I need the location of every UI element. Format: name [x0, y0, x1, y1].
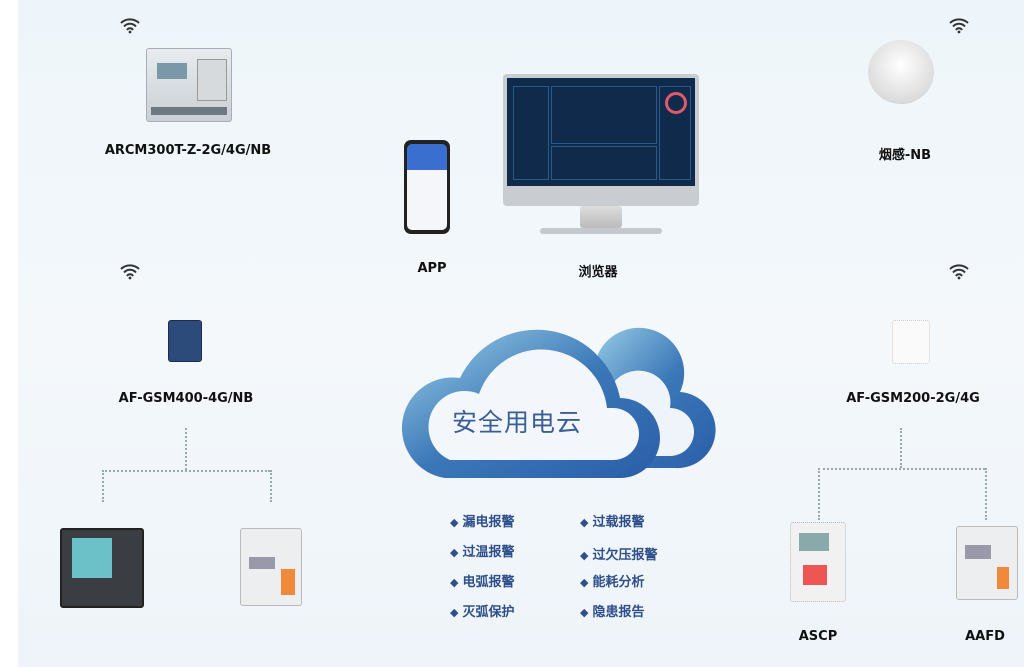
arcm-label: ARCM300T-Z-2G/4G/NB	[104, 143, 272, 158]
feature-item: ◆电弧报警	[450, 575, 515, 590]
gsm200-label: AF-GSM200-2G/4G	[846, 391, 980, 406]
phone-image	[404, 140, 450, 234]
feature-item: ◆能耗分析	[580, 575, 645, 590]
gsm200-device-image	[892, 320, 930, 364]
wifi-icon	[120, 264, 140, 280]
smoke-label: 烟感-NB	[878, 148, 932, 163]
connector-line	[185, 428, 187, 470]
wifi-icon	[949, 264, 969, 280]
wifi-icon	[120, 18, 140, 34]
monitor-base	[540, 228, 662, 234]
diamond-icon: ◆	[450, 546, 459, 559]
feature-item: ◆漏电报警	[450, 515, 515, 530]
connector-line	[985, 468, 987, 520]
cloud-title: 安全用电云	[452, 408, 583, 437]
cloud-icon	[401, 327, 716, 478]
browser-label: 浏览器	[578, 265, 618, 280]
feature-item: ◆过载报警	[580, 515, 645, 530]
breaker-device-image	[240, 528, 302, 606]
wifi-icon	[949, 18, 969, 34]
connector-line	[102, 470, 270, 472]
feature-item: ◆灭弧保护	[450, 605, 515, 620]
connector-line	[818, 468, 820, 520]
connector-line	[270, 470, 272, 502]
app-label: APP	[417, 261, 447, 276]
diamond-icon: ◆	[580, 549, 589, 562]
diamond-icon: ◆	[580, 576, 589, 589]
diamond-icon: ◆	[580, 606, 589, 619]
connector-line	[102, 470, 104, 502]
aafd-device-image	[956, 526, 1018, 600]
connector-line	[900, 428, 902, 468]
aafd-label: AAFD	[965, 629, 1005, 644]
feature-item: ◆隐患报告	[580, 605, 645, 620]
connector-line	[818, 468, 985, 470]
diamond-icon: ◆	[450, 576, 459, 589]
smoke-detector-image	[868, 40, 934, 104]
meter-device-image	[60, 528, 144, 608]
diamond-icon: ◆	[580, 516, 589, 529]
monitor-stand	[580, 206, 622, 228]
monitor-image	[503, 74, 699, 206]
feature-item: ◆过温报警	[450, 545, 515, 560]
arcm-device-image	[146, 48, 232, 122]
diamond-icon: ◆	[450, 516, 459, 529]
gsm400-label: AF-GSM400-4G/NB	[118, 391, 254, 406]
diamond-icon: ◆	[450, 606, 459, 619]
feature-item: ◆过欠压报警	[580, 548, 658, 563]
ascp-label: ASCP	[798, 629, 838, 644]
ascp-device-image	[790, 522, 846, 602]
gsm400-device-image	[168, 320, 202, 362]
